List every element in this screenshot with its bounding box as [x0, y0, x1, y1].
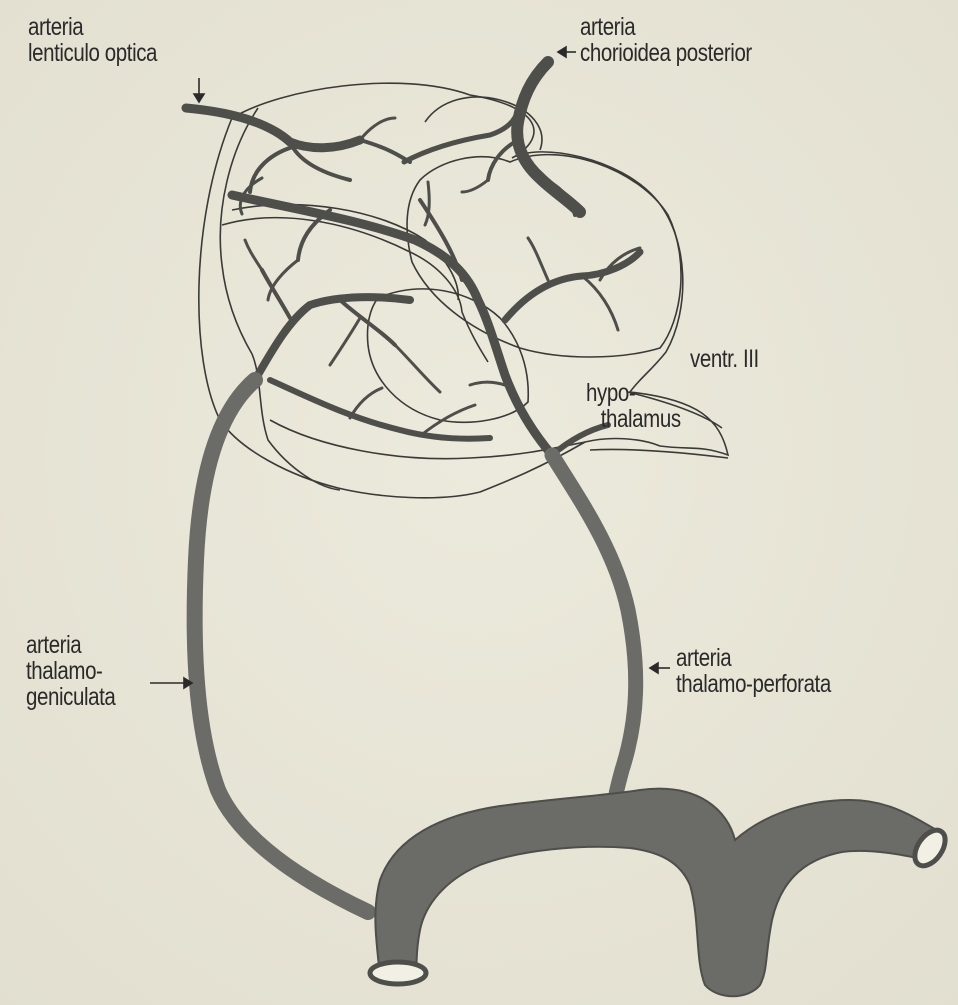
label-line: chorioidea posterior [580, 40, 752, 66]
vessel-cut-end-left [370, 962, 426, 984]
label-line: arteria [580, 14, 752, 40]
label-ventr-iii: ventr. III [690, 346, 759, 372]
label-line: thalamo-perforata [676, 671, 831, 697]
label-line: geniculata [26, 684, 115, 710]
label-line: lenticulo optica [28, 40, 157, 66]
label-lenticulo-optica: arteria lenticulo optica [28, 14, 157, 66]
label-line: thalamus [601, 406, 681, 432]
label-line: arteria [676, 645, 831, 671]
label-thalamo-geniculata: arteria thalamo- geniculata [26, 632, 115, 710]
label-line: arteria [26, 632, 115, 658]
label-line: ventr. III [690, 346, 759, 372]
label-line: hypo- [586, 380, 681, 406]
label-hypothalamus: hypo- thalamus [586, 380, 681, 432]
label-chorioidea-posterior: arteria chorioidea posterior [580, 14, 752, 66]
label-line: thalamo- [26, 658, 115, 684]
label-line: arteria [28, 14, 157, 40]
label-thalamo-perforata: arteria thalamo-perforata [676, 645, 831, 697]
